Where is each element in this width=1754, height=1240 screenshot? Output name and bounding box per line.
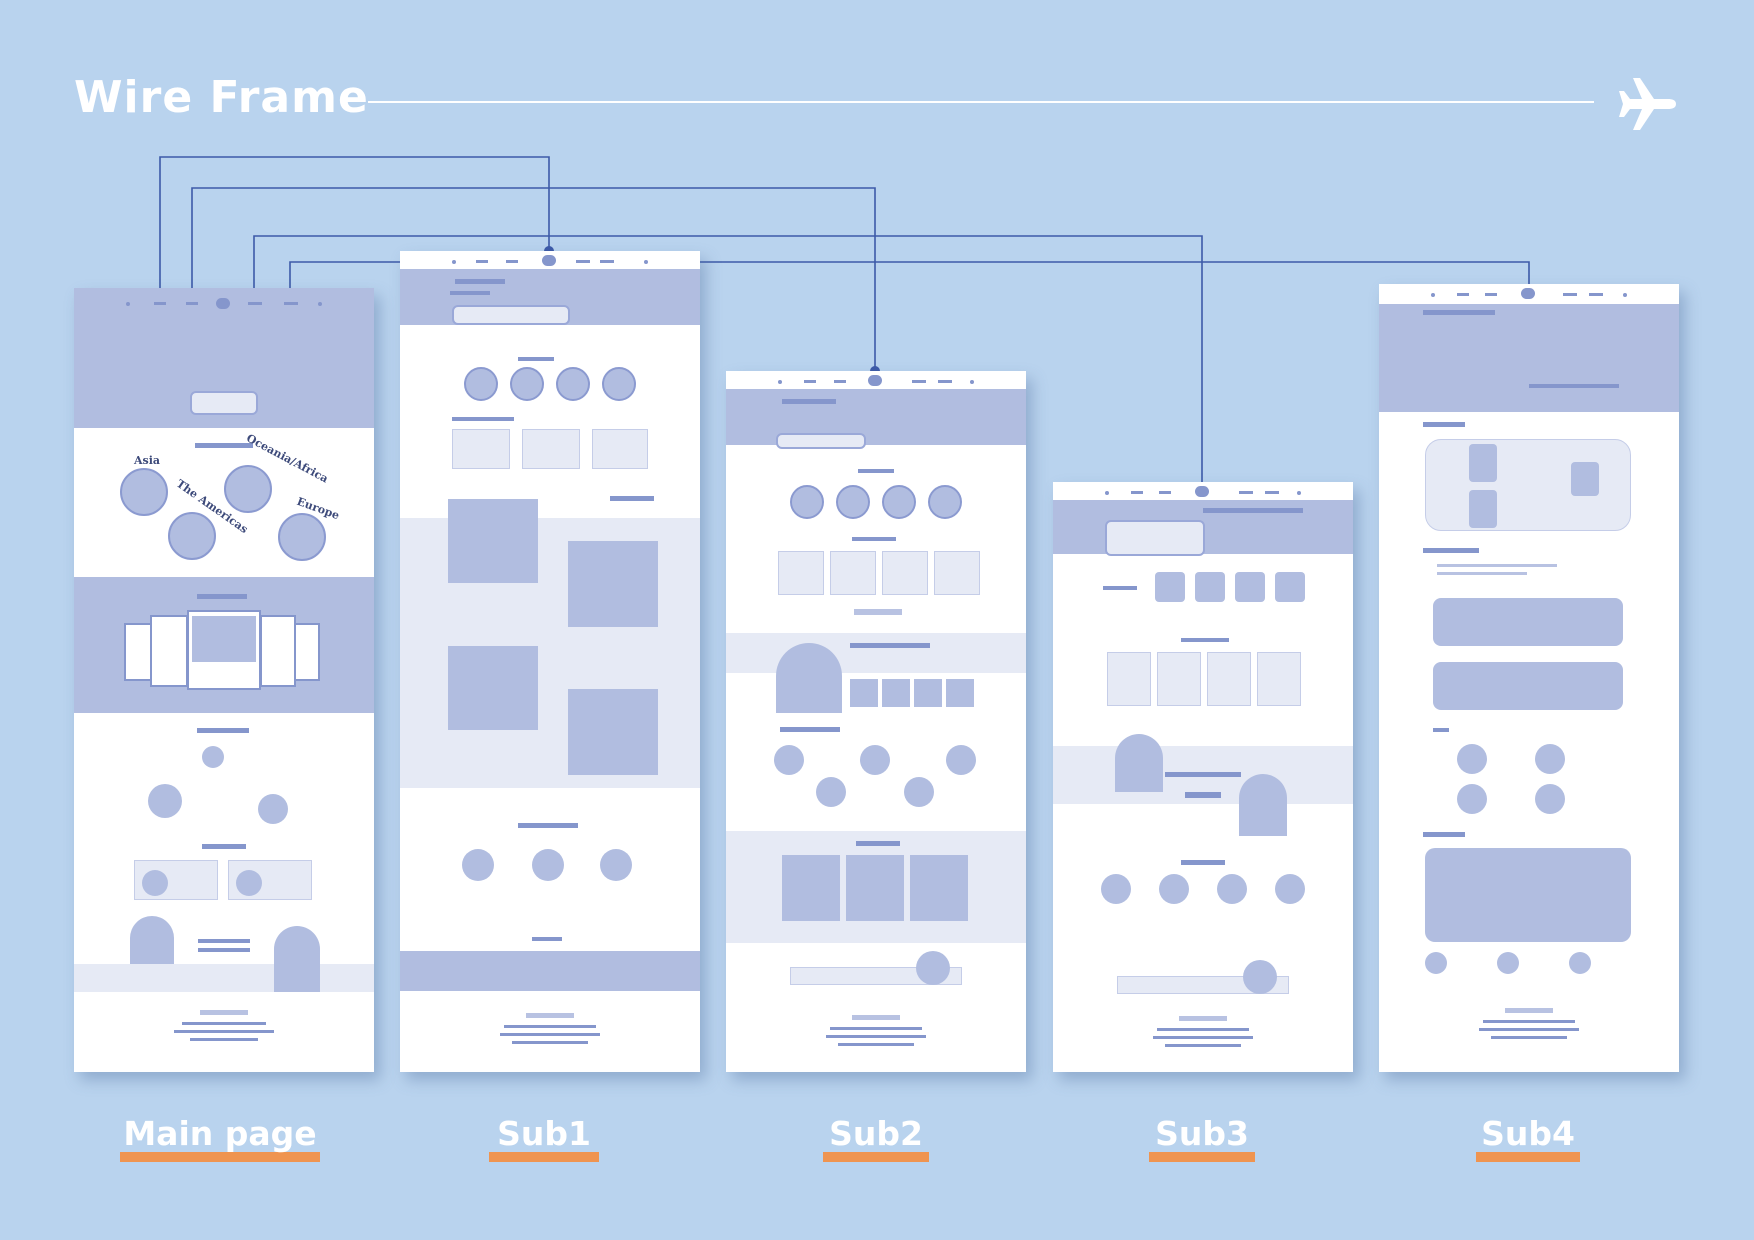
connector-main-to-sub1 bbox=[159, 156, 550, 302]
connector-main-to-sub4 bbox=[289, 261, 1530, 302]
page-label-sub3: Sub3 bbox=[1149, 1114, 1255, 1166]
wireframe-sub3 bbox=[1053, 482, 1353, 1072]
page-label-sub4: Sub4 bbox=[1476, 1114, 1580, 1166]
wireframe-sub2 bbox=[726, 371, 1026, 1072]
wireframe-main-page: Asia Oceania/Africa The Americas Europe bbox=[74, 288, 374, 1072]
title-divider bbox=[368, 101, 1594, 103]
connector-main-to-sub2 bbox=[191, 187, 876, 370]
wireframe-sub1 bbox=[400, 251, 700, 1072]
region-label-asia: Asia bbox=[134, 454, 161, 467]
wireframe-sub4 bbox=[1379, 284, 1679, 1072]
board-title: Wire Frame bbox=[74, 72, 369, 123]
airplane-icon bbox=[1619, 78, 1676, 130]
connector-main-to-sub3 bbox=[253, 235, 1203, 490]
page-label-sub2: Sub2 bbox=[823, 1114, 929, 1166]
page-label-sub1: Sub1 bbox=[489, 1114, 599, 1166]
page-label-main-page: Main page bbox=[120, 1114, 320, 1166]
